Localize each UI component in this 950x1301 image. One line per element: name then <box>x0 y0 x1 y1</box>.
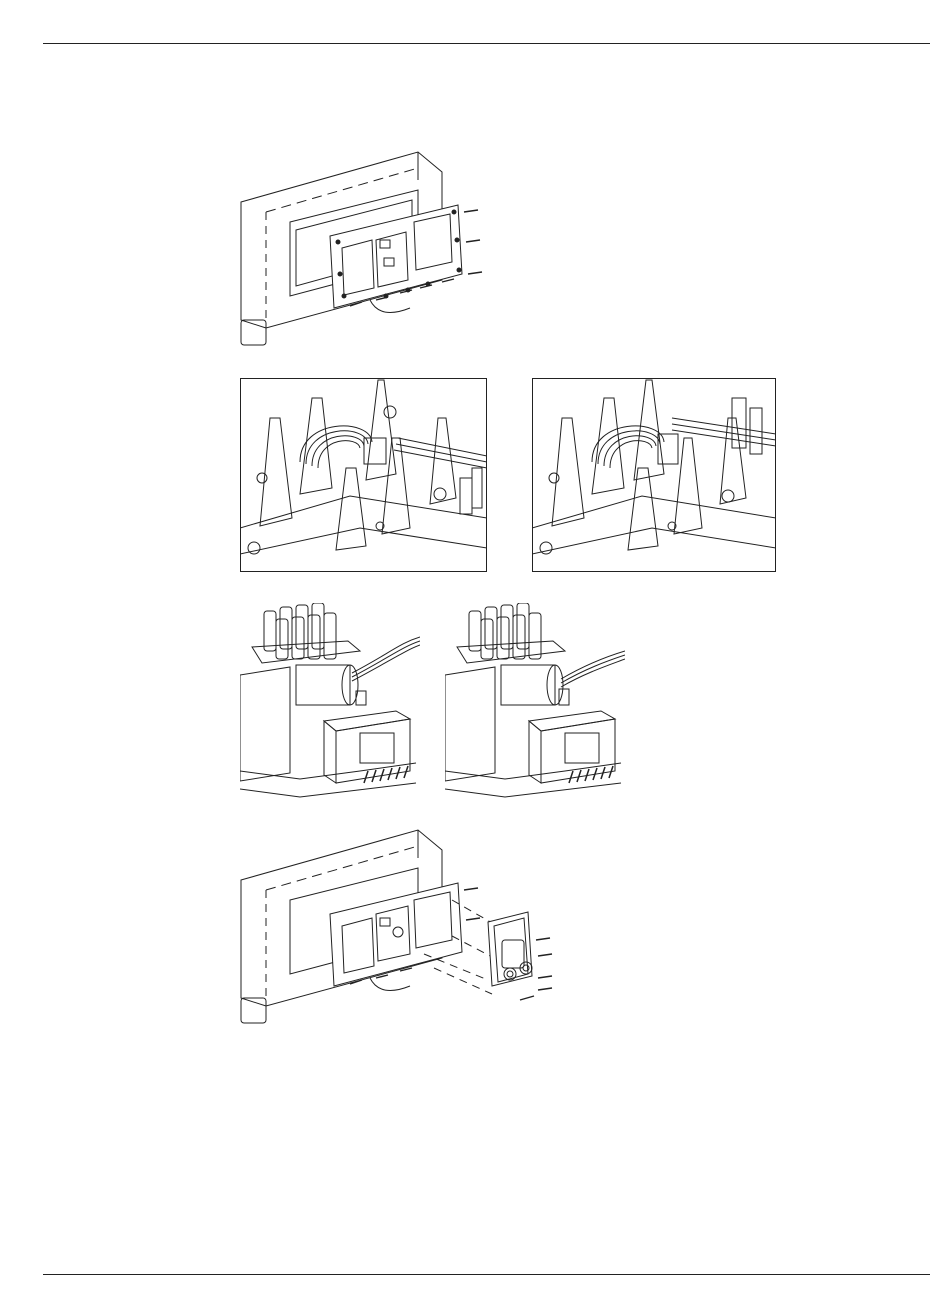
capacitor-transformer-assembly-icon <box>240 603 420 798</box>
footer-rule <box>43 1274 930 1275</box>
housing-with-connector-module-exploded-view-icon <box>238 828 576 1026</box>
internal-wiring-connector-detail-variant-icon <box>532 378 776 572</box>
capacitor-transformer-assembly-variant-icon <box>445 603 625 798</box>
internal-wiring-connector-detail-icon <box>240 378 487 572</box>
header-rule <box>43 43 930 44</box>
housing-with-mounting-plate-exploded-view-icon <box>238 150 490 348</box>
